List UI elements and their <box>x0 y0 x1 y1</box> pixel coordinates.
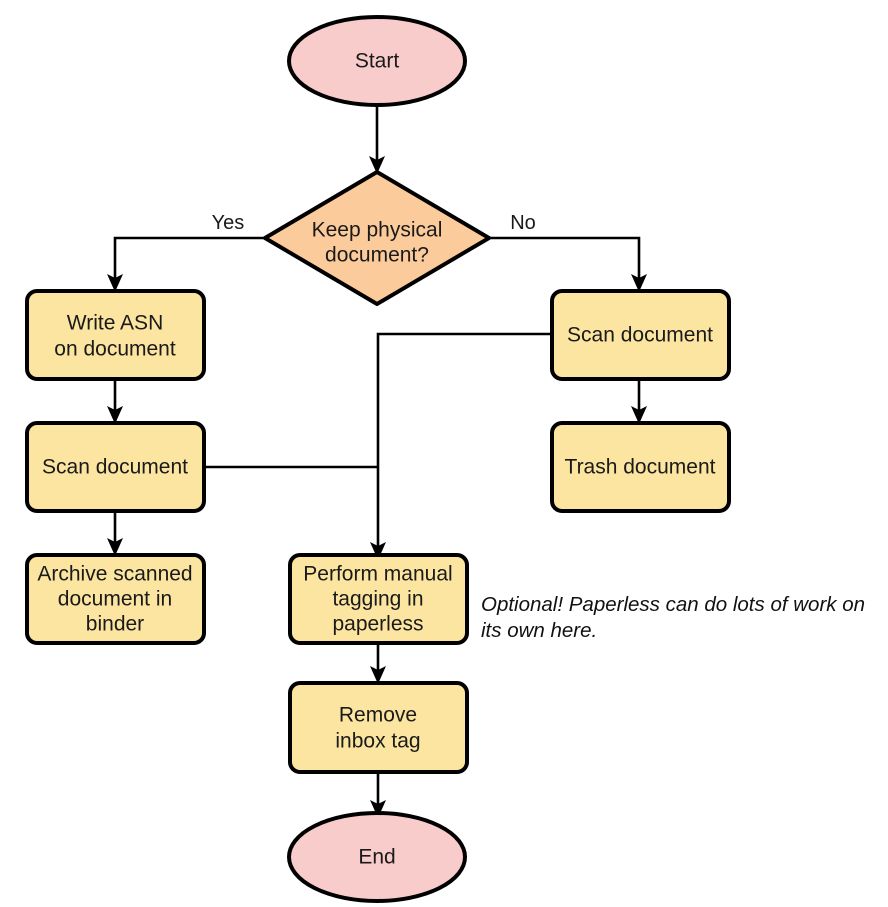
arrowhead-decision-yes <box>107 274 123 292</box>
arrowhead-scanright-to-trash <box>631 406 647 424</box>
node-trash-document-label: Trash document <box>565 456 716 479</box>
node-archive-scanned-document[interactable]: Archive scanned document in binder <box>25 553 206 645</box>
node-archive-label-line2: document in <box>58 588 172 611</box>
edge-label-no: No <box>510 212 536 234</box>
node-trash-document-shape[interactable] <box>550 421 731 513</box>
node-remove-inbox-tag-label-line2: inbox tag <box>335 730 420 753</box>
arrowhead-writeasn-to-scanleft <box>107 406 123 424</box>
node-end[interactable]: End <box>287 811 467 903</box>
node-trash-document[interactable]: Trash document <box>550 421 731 513</box>
node-scan-document-left-label: Scan document <box>42 456 188 479</box>
node-tagging-label-line3: paperless <box>332 613 423 636</box>
node-scan-document-left[interactable]: Scan document <box>25 421 206 513</box>
node-start-label: Start <box>355 50 400 73</box>
edge-scanright-to-tagging <box>376 332 552 546</box>
node-write-asn[interactable]: Write ASN on document <box>25 289 206 381</box>
node-end-label: End <box>358 846 395 869</box>
arrowhead-decision-no <box>631 274 647 292</box>
node-decision-shape[interactable] <box>263 170 491 306</box>
arrowhead-scanleft-to-archive <box>107 538 123 556</box>
node-remove-inbox-tag-label-line1: Remove <box>339 704 417 727</box>
edge-decision-yes <box>113 236 265 278</box>
node-scan-document-right-shape[interactable] <box>550 289 731 381</box>
node-start[interactable]: Start <box>287 15 467 107</box>
node-tagging-label-line1: Perform manual <box>303 563 452 586</box>
node-decision-label-line2: document? <box>325 244 429 267</box>
arrowhead-start-to-decision <box>369 156 385 174</box>
node-remove-inbox-tag-shape[interactable] <box>288 681 469 774</box>
edge-decision-no <box>489 236 641 278</box>
node-write-asn-shape[interactable] <box>25 289 206 381</box>
node-decision-label-line1: Keep physical <box>312 219 443 242</box>
node-archive-shape[interactable] <box>25 553 206 645</box>
annotation-line1: Optional! Paperless can do lots of work … <box>481 593 865 616</box>
node-scan-document-right[interactable]: Scan document <box>550 289 731 381</box>
node-write-asn-label-line2: on document <box>54 338 176 361</box>
node-scan-document-left-shape[interactable] <box>25 421 206 513</box>
node-archive-label-line3: binder <box>86 613 144 636</box>
node-perform-manual-tagging[interactable]: Perform manual tagging in paperless <box>288 553 469 645</box>
edges-layer <box>107 104 647 818</box>
node-tagging-shape[interactable] <box>288 553 469 645</box>
arrowhead-tagging-to-removeinbox <box>370 666 386 684</box>
node-scan-document-right-label: Scan document <box>567 324 713 347</box>
annotation-line2: its own here. <box>481 619 597 642</box>
node-decision-keep-physical-document[interactable]: Keep physical document? <box>263 170 491 306</box>
node-end-shape[interactable] <box>287 811 467 903</box>
node-tagging-label-line2: tagging in <box>332 588 423 611</box>
annotation-optional-note: Optional! Paperless can do lots of work … <box>481 593 865 642</box>
node-remove-inbox-tag[interactable]: Remove inbox tag <box>288 681 469 774</box>
arrowhead-merge-to-tagging <box>370 542 386 560</box>
arrowhead-removeinbox-to-end <box>370 800 386 818</box>
node-write-asn-label-line1: Write ASN <box>67 312 163 335</box>
node-archive-label-line1: Archive scanned <box>37 563 192 586</box>
edge-label-yes: Yes <box>212 212 245 234</box>
node-start-shape[interactable] <box>287 15 467 107</box>
